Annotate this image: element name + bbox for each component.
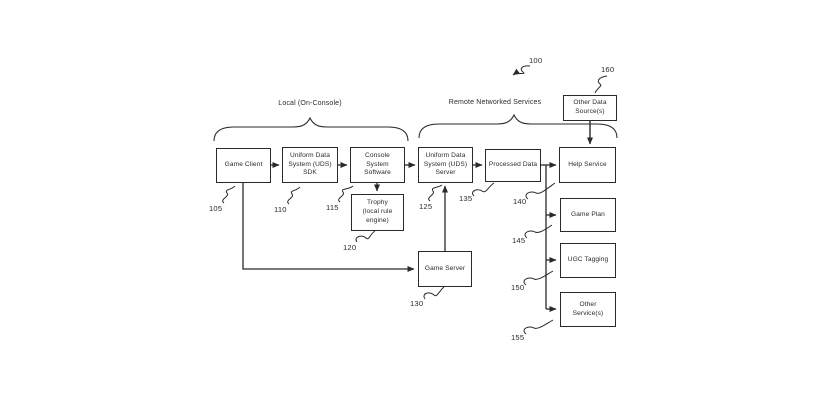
ref-110: 110	[274, 205, 287, 214]
brace-local	[213, 116, 409, 142]
node-game-server: Game Server	[418, 251, 472, 287]
node-console-software-label: Console System Software	[364, 151, 391, 177]
leader-120	[355, 230, 376, 243]
group-label-remote: Remote Networked Services	[448, 99, 542, 106]
ref-120: 120	[343, 243, 357, 252]
node-uds-sdk: Uniform Data System (UDS) SDK	[282, 147, 338, 183]
ref-105: 105	[209, 204, 223, 213]
node-trophy-label: Trophy (local rule engine)	[362, 199, 393, 224]
node-uds-sdk-label: Uniform Data System (UDS) SDK	[288, 151, 332, 177]
node-other-data-sources-label: Other Data Source(s)	[573, 99, 607, 115]
node-console-software: Console System Software	[350, 147, 405, 183]
node-trophy: Trophy (local rule engine)	[351, 194, 404, 231]
ref-125: 125	[419, 202, 433, 211]
leader-125	[428, 184, 443, 202]
node-other-services: Other Service(s)	[560, 292, 616, 327]
node-game-plan-label: Game Plan	[571, 210, 605, 218]
leader-105	[222, 185, 236, 204]
ref-145: 145	[512, 236, 526, 245]
leader-140	[525, 182, 556, 200]
node-game-server-label: Game Server	[424, 264, 466, 272]
ref-140: 140	[513, 197, 527, 206]
node-other-data-sources: Other Data Source(s)	[563, 95, 617, 121]
leader-150	[523, 270, 554, 286]
leader-135	[472, 182, 495, 197]
ref-130: 130	[410, 299, 424, 308]
node-game-client-label: Game Client	[224, 161, 263, 169]
node-other-services-label: Other Service(s)	[572, 300, 604, 317]
node-ugc-tagging-label: UGC Tagging	[567, 256, 609, 264]
ref-155: 155	[511, 333, 525, 342]
leader-110	[287, 186, 301, 205]
ref-115: 115	[326, 203, 339, 212]
leader-130	[423, 286, 445, 300]
node-help-service-label: Help Service	[568, 160, 607, 168]
ref-150: 150	[511, 283, 525, 292]
arrow-game-client-to-game-server	[242, 183, 415, 272]
leader-115	[338, 185, 354, 203]
node-uds-server-label: Uniform Data System (UDS) Server	[423, 151, 468, 177]
leader-155	[523, 319, 554, 335]
node-game-client: Game Client	[216, 148, 271, 183]
node-processed-data-label: Processed Data	[488, 161, 538, 169]
ref-135: 135	[459, 194, 473, 203]
node-game-plan: Game Plan	[560, 198, 616, 232]
leader-145	[524, 224, 553, 239]
node-processed-data: Processed Data	[485, 149, 541, 182]
group-label-local: Local (On-Console)	[278, 100, 342, 107]
leader-100-arrow	[512, 65, 531, 76]
node-uds-server: Uniform Data System (UDS) Server	[418, 147, 473, 183]
node-help-service: Help Service	[559, 147, 616, 183]
brace-remote	[418, 113, 618, 139]
ref-160: 160	[601, 65, 615, 74]
leader-160	[594, 75, 608, 94]
node-ugc-tagging: UGC Tagging	[560, 243, 616, 278]
ref-100: 100	[529, 56, 543, 65]
